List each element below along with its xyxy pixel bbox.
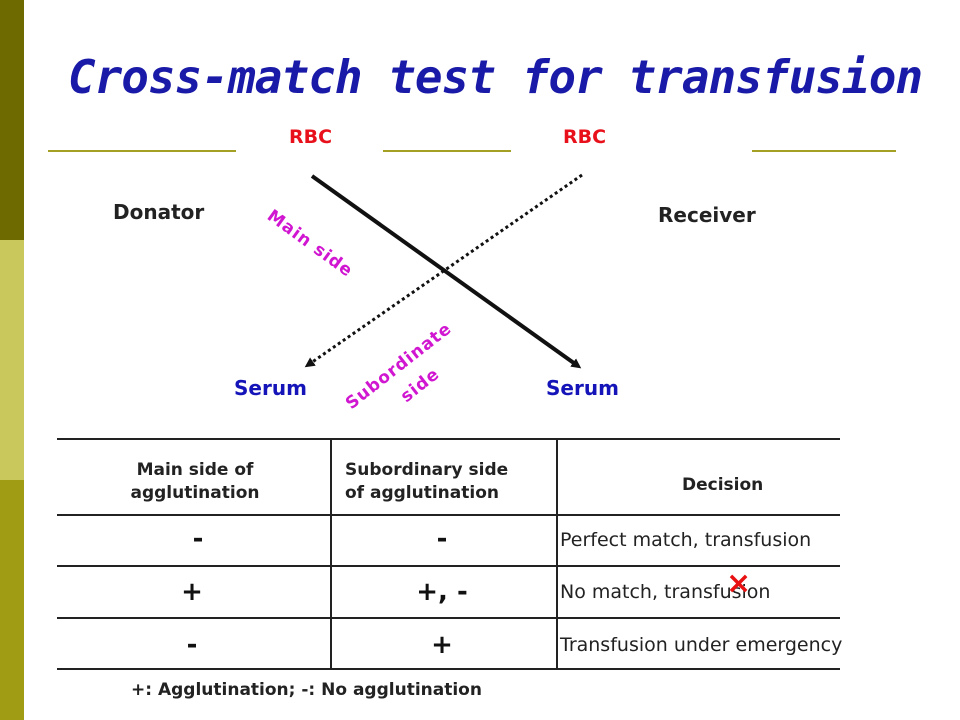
table-rule-row2	[57, 617, 840, 619]
header-subordinary-line2: of agglutination	[345, 483, 499, 503]
row2-sub: +, -	[416, 577, 468, 607]
table-rule-row1	[57, 565, 840, 567]
header-main-side: Main side of agglutination	[60, 459, 330, 505]
header-subordinary-line1: Subordinary side	[345, 460, 509, 480]
table-divider-1	[330, 438, 332, 670]
sidebar-decoration-mid	[0, 480, 24, 720]
header-main-side-line2: agglutination	[130, 483, 260, 503]
row2-decision: No match, transfusion	[560, 581, 771, 603]
row3-sub: +	[431, 630, 453, 660]
row2-main: +	[181, 577, 203, 607]
subordinate-side-arrow	[304, 173, 583, 368]
serum-donor-label: Serum	[234, 376, 307, 400]
donor-label: Donator	[113, 200, 205, 224]
row1-main: -	[192, 524, 204, 554]
footnote-legend: +: Agglutination; -: No agglutination	[131, 680, 482, 700]
receiver-label: Receiver	[658, 203, 756, 227]
sidebar-decoration-dark	[0, 0, 24, 240]
main-side-arrow	[310, 174, 582, 369]
rbc-donor-label: RBC	[289, 126, 333, 148]
header-rule-middle	[383, 150, 511, 152]
header-subordinary-side: Subordinary side of agglutination	[345, 459, 508, 505]
row3-decision: Transfusion under emergency	[560, 634, 843, 656]
row1-decision: Perfect match, transfusion	[560, 529, 812, 551]
table-rule-top	[57, 438, 840, 440]
serum-receiver-label: Serum	[546, 376, 619, 400]
header-rule-right	[752, 150, 896, 152]
table-divider-2	[556, 438, 558, 670]
table-rule-bottom	[57, 668, 840, 670]
header-rule-left	[48, 150, 236, 152]
cross-mark-icon: ×	[726, 566, 752, 601]
row1-sub: -	[436, 524, 448, 554]
sidebar-decoration-light	[0, 240, 24, 480]
table-rule-header	[57, 514, 840, 516]
row3-main: -	[186, 630, 198, 660]
page-title: Cross-match test for transfusion	[67, 50, 923, 104]
rbc-receiver-label: RBC	[563, 126, 607, 148]
header-main-side-line1: Main side of	[136, 460, 254, 480]
header-decision: Decision	[682, 475, 764, 495]
